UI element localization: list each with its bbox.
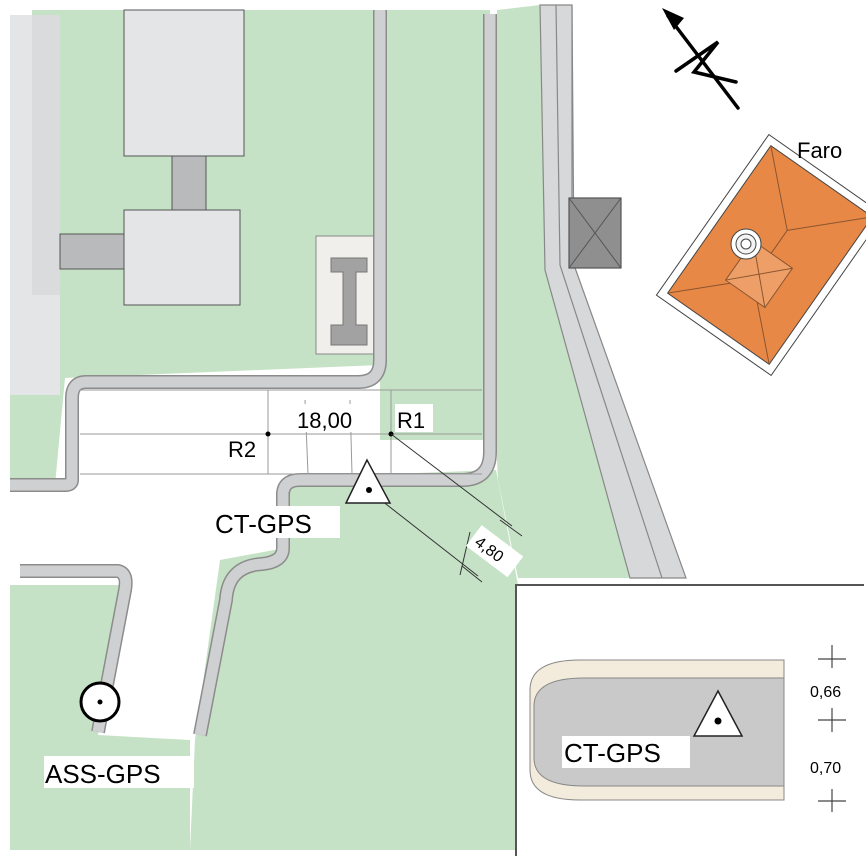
lighthouse-building: [655, 133, 866, 377]
label-dimension-width: 18,00: [297, 408, 352, 433]
dimension-line-4-80: [367, 433, 523, 583]
label-ref-point-r2: R2: [228, 437, 256, 462]
label-ct-gps-bg: [214, 506, 340, 538]
kiosk-structure: [330, 257, 368, 346]
inset-label-control-point: CT-GPS: [564, 738, 661, 768]
lighthouse-tower-icon: [730, 228, 762, 260]
inset-label-ct-gps-bg: [562, 736, 690, 768]
road-booth-cross-b: [568, 197, 622, 269]
control-point-triangle-icon: [344, 458, 392, 504]
curb-north-street: [10, 10, 386, 491]
building-center: [123, 209, 241, 306]
label-r1-bg: [395, 404, 433, 432]
building-connector: [171, 155, 207, 212]
label-r2-bg: [226, 436, 266, 464]
inset-detail-panel: CT-GPS 0,66 0,70: [515, 584, 864, 857]
east-road-lane-line: [555, 4, 663, 579]
building-west-strip-edge: [32, 15, 60, 295]
assist-point-circle-icon: [79, 681, 121, 723]
inset-offset-ticks: [818, 645, 846, 812]
curb-south-entrance-west: [20, 565, 132, 734]
label-assist-point: ASS-GPS: [45, 759, 161, 789]
curb-east-street: [277, 14, 496, 496]
label-ref-point-r1: R1: [397, 408, 425, 433]
label-dim-18-bg: [296, 404, 364, 432]
grass-area-east: [497, 5, 630, 578]
ref-point-r2-marker: [265, 431, 271, 437]
label-faro: Faro: [797, 138, 842, 163]
inset-label-offset-lower: 0,70: [810, 760, 841, 777]
curb-south-entrance-east: [194, 492, 289, 737]
inset-control-point-triangle-icon: [692, 689, 744, 737]
building-west-connector: [59, 233, 125, 270]
inset-road-band: [533, 677, 785, 787]
grass-area-north-strip: [380, 10, 490, 440]
inset-label-offset-upper: 0,66: [810, 684, 841, 701]
north-arrow-icon: [662, 8, 740, 110]
building-north: [123, 9, 245, 157]
label-control-point: CT-GPS: [215, 509, 312, 539]
label-ass-gps-bg: [44, 756, 194, 788]
